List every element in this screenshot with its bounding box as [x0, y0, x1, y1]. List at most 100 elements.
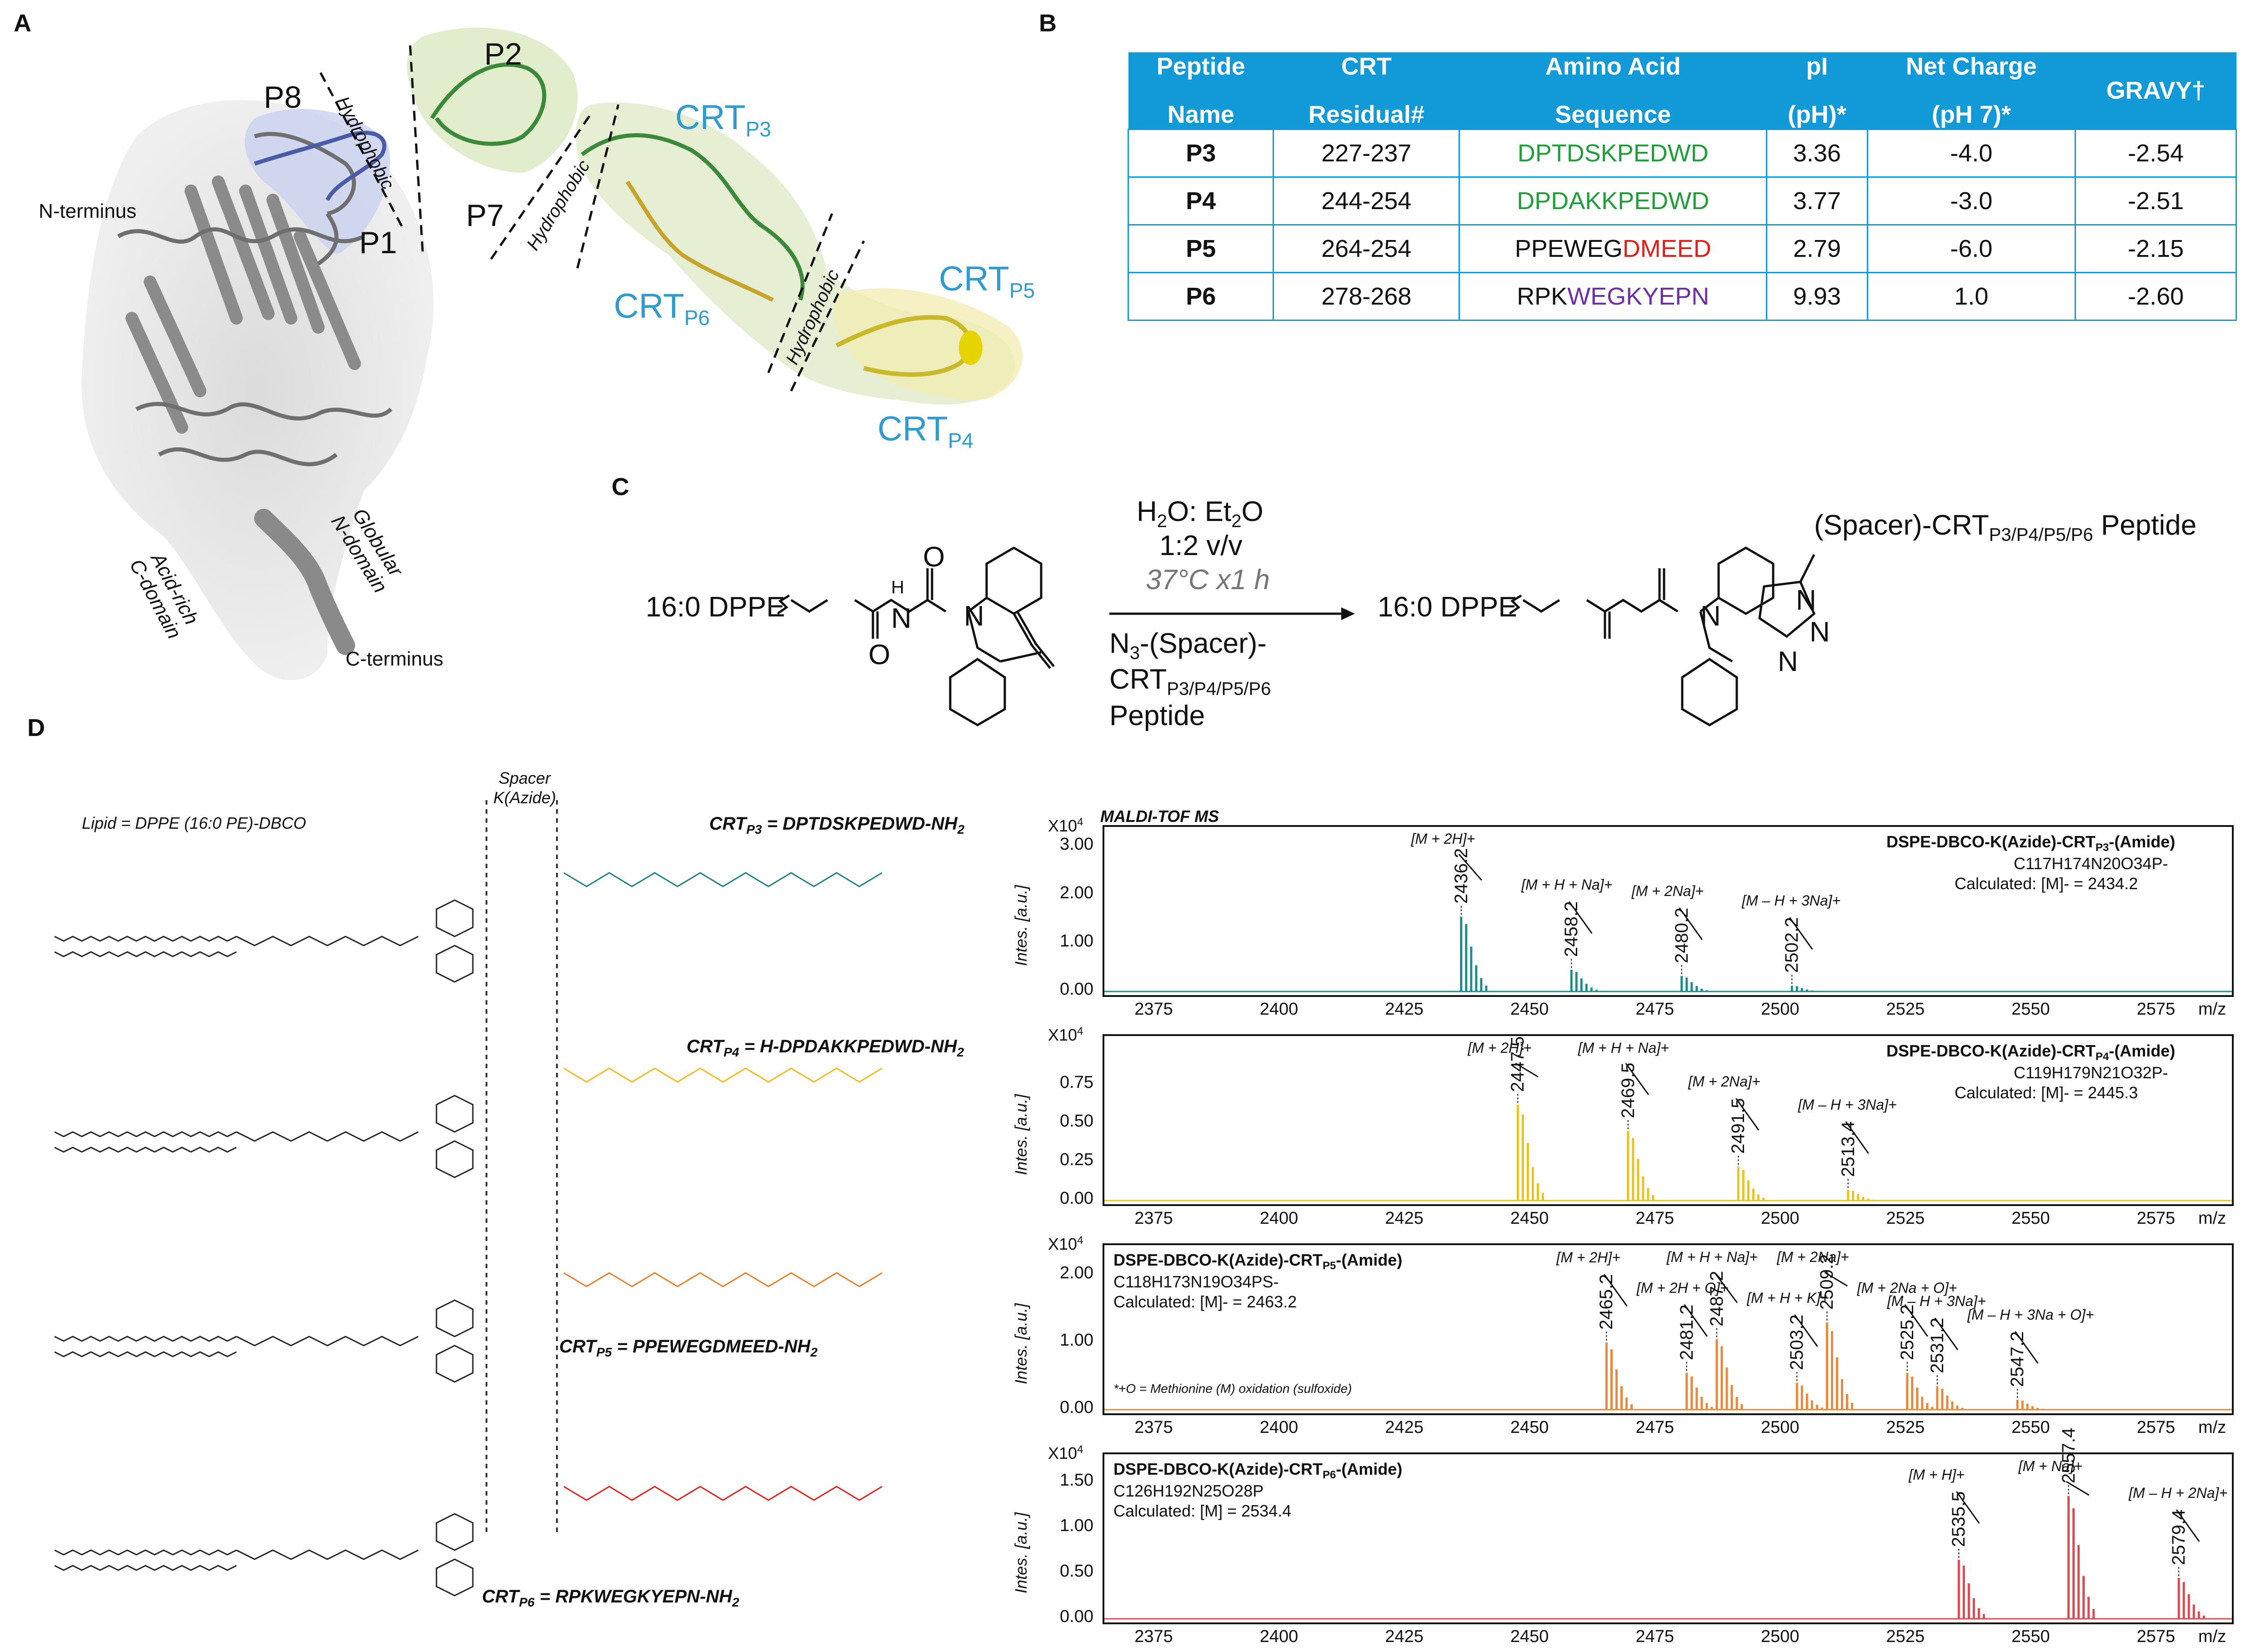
- spectrum-calculated-mass: Calculated: [M] = 2534.4: [1113, 1502, 1292, 1520]
- x-tick-label: 2425: [1385, 1627, 1424, 1646]
- cell-peptide-name: P4: [1127, 176, 1274, 225]
- x-tick-label: 2550: [2011, 1418, 2050, 1437]
- maldi-spectrum-3: 2436.2[M + 2H]+2458.2[M + H + Na]+2480.2…: [1103, 825, 2234, 997]
- sequence-highlight: DPDAKKPEDWD: [1517, 187, 1710, 215]
- x-tick-label: 2550: [2011, 1627, 2050, 1646]
- cell-pi: 3.36: [1766, 129, 1868, 178]
- y-axis-label: Intes. [a.u.]: [1012, 1094, 1030, 1175]
- x-axis-unit: m/z: [2198, 1209, 2226, 1228]
- peak-annotation: [M + H + K]+: [1747, 1289, 1829, 1306]
- maldi-spectrum-6: 2535.5[M + H]+2557.4[M + Na]+2579.4[M – …: [1103, 1428, 2234, 1624]
- peak-mz-label: 2469.5: [1618, 1062, 1638, 1118]
- cell-residual: 244-254: [1273, 176, 1460, 225]
- sequence-highlight: DMEED: [1622, 235, 1711, 262]
- annotation-arrow: [2066, 1481, 2090, 1496]
- x-tick-label: 2500: [1761, 1000, 1800, 1019]
- peak-mz-label: 2547.2: [2007, 1331, 2028, 1387]
- spectrum-formula: C117H174N20O34P-: [2014, 854, 2168, 873]
- sequence-plain: PPEWEG: [1514, 235, 1623, 262]
- annotation-arrow: [1735, 1098, 1760, 1131]
- headgroup-linker: [236, 936, 419, 946]
- peptide-backbone: [563, 1486, 882, 1501]
- annotation-arrow: [1824, 1272, 1848, 1287]
- y-axis-exponent: X104: [1048, 1234, 1083, 1253]
- x-tick-label: 2500: [1761, 1418, 1800, 1437]
- reactant-dbco-structure: [777, 546, 1055, 726]
- x-tick-label: 2500: [1761, 1209, 1800, 1228]
- cell-sequence: PPEWEGDMEED: [1459, 224, 1768, 273]
- y-tick-label: 0.00: [1060, 1398, 1093, 1417]
- annotation-arrow: [1789, 917, 1813, 950]
- y-tick-label: 0.25: [1060, 1150, 1093, 1169]
- y-tick-label: 2.00: [1060, 883, 1093, 902]
- x-tick-label: 2575: [2136, 1000, 2176, 1019]
- cell-net-charge: -4.0: [1866, 129, 2076, 178]
- panel-letter-b: B: [1039, 10, 1057, 37]
- cell-sequence: RPKWEGKYEPN: [1459, 272, 1768, 321]
- peak-mz-label: 2458.2: [1561, 901, 1582, 957]
- annotation-arrow: [1679, 907, 1703, 940]
- x-tick-label: 2450: [1510, 1627, 1549, 1646]
- panel-c-reaction-scheme: 16:0 DPPE N H O O N H2O: Et2O 1:2 v/v 37…: [627, 496, 2237, 732]
- cell-peptide-name: P6: [1127, 272, 1274, 321]
- x-tick-label: 2550: [2011, 1000, 2050, 1019]
- lipid-tail: [54, 1549, 237, 1556]
- x-tick-label: 2475: [1635, 1000, 1674, 1019]
- peptide-backbone: [563, 1067, 882, 1083]
- peak-mz-label: 2436.2: [1451, 848, 1471, 904]
- x-tick-label: 2525: [1886, 1209, 1925, 1228]
- annotation-arrow: [1956, 1491, 1980, 1524]
- x-tick-label: 2375: [1134, 1000, 1173, 1019]
- peak-mz-label: 2535.5: [1949, 1491, 1969, 1547]
- spectrum-formula: C126H192N25O28P: [1113, 1482, 1264, 1500]
- x-tick-label: 2400: [1259, 1209, 1298, 1228]
- cell-peptide-name: P3: [1127, 129, 1274, 178]
- annotation-arrow: [1684, 1304, 1708, 1337]
- dbco-ring: [436, 1513, 474, 1551]
- annotation-arrow: [1794, 1314, 1818, 1347]
- spectrum-title: DSPE-DBCO-K(Azide)-CRTP3-(Amide): [1886, 832, 2176, 854]
- peak-mz-label: 2513.4: [1838, 1121, 1858, 1177]
- peak-annotation: [M + H]+: [1909, 1467, 1965, 1483]
- cell-net-charge: 1.0: [1866, 272, 2076, 321]
- peak-annotation: [M – H + 3Na]+: [1887, 1293, 1986, 1310]
- label-p7: P7: [466, 198, 504, 233]
- spectrum-plot: [1104, 854, 2232, 992]
- cell-net-charge: -3.0: [1866, 176, 2076, 225]
- x-tick-label: 2400: [1259, 1000, 1298, 1019]
- sequence-highlight: DPTDSKPEDWD: [1517, 140, 1709, 167]
- dbco-ring: [436, 1299, 474, 1337]
- x-tick-label: 2550: [2011, 1209, 2050, 1228]
- label-crt-p4: CRTP4: [877, 410, 974, 453]
- peak-annotation: [M + H + Na]+: [1666, 1249, 1758, 1265]
- peak-annotation: [M – H + 3Na]+: [1742, 892, 1841, 909]
- dbco-ring: [436, 945, 474, 983]
- cell-gravy: -2.15: [2075, 224, 2237, 273]
- lipid-tail: [54, 1131, 237, 1137]
- headgroup-linker: [236, 1549, 419, 1560]
- sequence-highlight: WEGKYEPN: [1567, 283, 1710, 310]
- headgroup-linker: [236, 1336, 419, 1347]
- y-tick-label: 3.00: [1060, 835, 1093, 854]
- y-tick-label: 0.00: [1060, 980, 1093, 999]
- annotation-arrow: [1569, 901, 1593, 934]
- x-tick-label: 2525: [1886, 1000, 1925, 1019]
- x-tick-label: 2375: [1134, 1627, 1173, 1646]
- cell-pi: 2.79: [1766, 224, 1868, 273]
- y-tick-label: 0.50: [1060, 1562, 1093, 1581]
- cell-peptide-name: P5: [1127, 224, 1274, 273]
- annotation-arrow: [1714, 1272, 1738, 1303]
- lipid-tail: [54, 1336, 237, 1342]
- spectrum-title: DSPE-DBCO-K(Azide)-CRTP5-(Amide): [1113, 1251, 1403, 1272]
- spectrum-plot: [1104, 1481, 2232, 1620]
- x-tick-label: 2400: [1259, 1627, 1298, 1646]
- reaction-arrow: [1109, 607, 1355, 620]
- cell-gravy: -2.54: [2075, 129, 2237, 178]
